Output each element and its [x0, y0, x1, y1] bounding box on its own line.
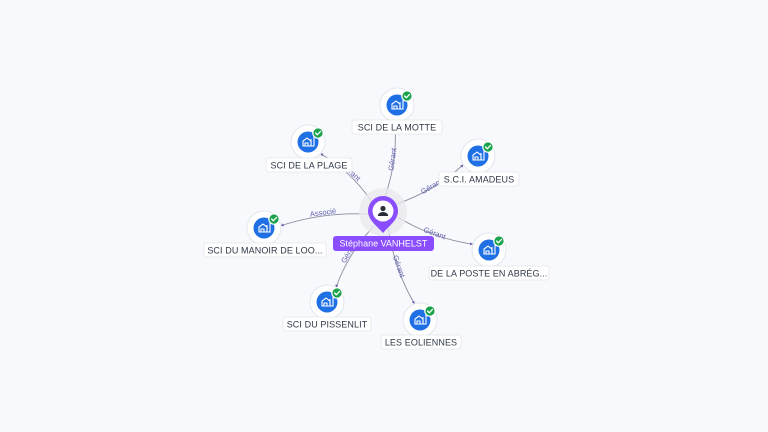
verified-check-icon: [268, 213, 280, 225]
node-core: [316, 291, 338, 313]
company-node-eoliennes[interactable]: LES EOLIENNES: [380, 302, 462, 350]
verified-check-icon: [331, 287, 343, 299]
node-label: SCI DU PISSENLIT: [282, 316, 372, 332]
edge-arrow-icon: [469, 242, 473, 246]
node-core: [297, 131, 319, 153]
company-name-label: SCI DE LA MOTTE: [358, 123, 437, 133]
company-node-pissenlit[interactable]: SCI DU PISSENLIT: [282, 284, 372, 332]
verified-check-icon: [401, 90, 413, 102]
company-name-label: S.C.I. AMADEUS: [444, 175, 514, 185]
edge-line: [280, 213, 368, 227]
company-node-plage[interactable]: SCI DE LA PLAGE: [265, 124, 353, 173]
edge-arrow-icon: [335, 284, 339, 288]
company-node-manoir[interactable]: SCI DU MANOIR DE LOO...: [203, 210, 327, 258]
company-name-label: DE LA POSTE EN ABRÉG...: [431, 269, 548, 279]
edge-relation-label: Associé: [309, 206, 336, 218]
center-label-bg: [333, 236, 434, 251]
center-name-label: Stéphane VANHELST: [340, 239, 428, 249]
node-core: [467, 145, 489, 167]
company-node-motte[interactable]: SCI DE LA MOTTE: [351, 87, 443, 135]
edge-relation-label: Gérant: [386, 146, 398, 171]
building-icon: [302, 137, 315, 147]
verified-check-icon: [493, 235, 505, 247]
building-icon: [483, 245, 496, 255]
person-icon: [377, 205, 389, 216]
node-label: DE LA POSTE EN ABRÉG...: [428, 265, 550, 281]
node-label: LES EOLIENNES: [380, 334, 462, 350]
edge-arrow-icon: [460, 164, 464, 168]
node-label: SCI DU MANOIR DE LOO...: [203, 242, 327, 258]
building-icon: [414, 315, 427, 325]
node-core: [386, 94, 408, 116]
company-node-amadeus[interactable]: S.C.I. AMADEUS: [438, 138, 520, 187]
company-name-label: LES EOLIENNES: [385, 338, 457, 348]
company-name-label: SCI DE LA PLAGE: [270, 161, 347, 171]
edge-manoir: Associé: [280, 206, 368, 227]
center-person-node[interactable]: Stéphane VANHELST: [333, 188, 434, 251]
edge-pissenlit: Gérant: [335, 225, 375, 288]
company-name-label: SCI DU PISSENLIT: [287, 320, 368, 330]
verified-check-icon: [482, 141, 494, 153]
building-icon: [472, 151, 485, 161]
verified-check-icon: [424, 305, 436, 317]
edge-line: [387, 227, 415, 305]
node-label: SCI DE LA PLAGE: [265, 157, 353, 173]
edge-arrow-icon: [320, 153, 324, 157]
edge-arrow-icon: [411, 300, 415, 304]
node-core: [253, 217, 275, 239]
edge-arrow-icon: [280, 223, 284, 227]
company-name-label: SCI DU MANOIR DE LOO...: [207, 246, 322, 256]
node-core: [409, 309, 431, 331]
nodes-layer: SCI DE LA MOTTE S.C.I. AMADEUS DE LA POSTE…: [203, 87, 550, 350]
building-icon: [391, 100, 404, 110]
building-icon: [321, 297, 334, 307]
node-label: S.C.I. AMADEUS: [438, 171, 520, 187]
verified-check-icon: [312, 127, 324, 139]
company-node-poste[interactable]: DE LA POSTE EN ABRÉG...: [428, 232, 550, 281]
building-icon: [258, 223, 271, 233]
node-core: [478, 239, 500, 261]
node-label: SCI DE LA MOTTE: [351, 119, 443, 135]
edge-relation-label: Gérant: [391, 254, 407, 279]
